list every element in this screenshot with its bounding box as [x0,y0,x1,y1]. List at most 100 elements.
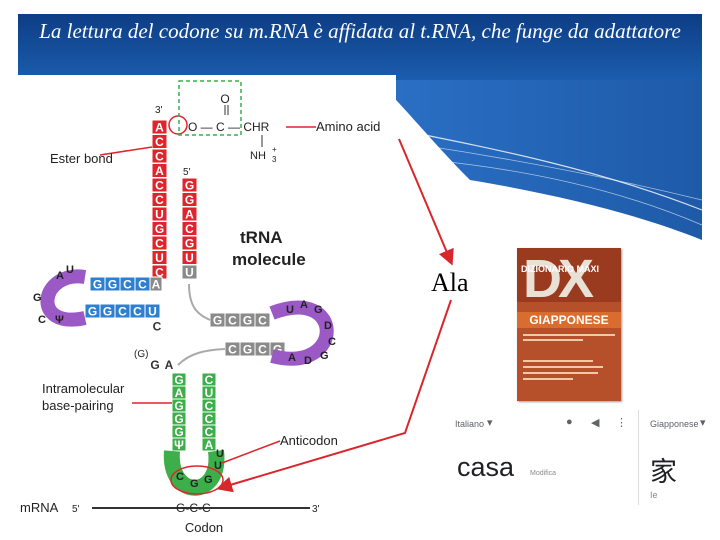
d-loop-a: A [56,270,64,282]
t-loop-1: A [300,299,308,311]
chem-subscript: 3 [272,155,277,164]
d-arm-top-0-base: C [138,278,147,292]
d-arm-bottom-1-base: G [103,305,112,319]
ac-loop-g1: G [190,478,199,490]
slide-title: La lettura del codone su m.RNA è affidat… [39,19,681,43]
ester-bond-label: Ester bond [50,151,113,166]
amino-acid-label: Amino acid [316,119,380,134]
acceptor-3-end: 3' [155,105,163,116]
trna-label-2: molecule [232,250,306,269]
codon-sequence: G-C-C [176,501,211,515]
acceptor-u-box [181,264,198,280]
acceptor-3-stem-10-base: C [155,266,164,280]
acceptor-a-box [149,276,163,292]
anticodon-right-1-base: U [205,386,214,400]
microphone-icon[interactable]: ● [566,416,573,428]
ac-loop-g2: G [204,474,213,486]
anticodon-left-0-base: G [174,373,183,387]
ester-bond-pointer [99,146,153,156]
chevron-down-icon[interactable]: ▾ [487,417,493,429]
d-loop-psi: Ψ [55,314,64,326]
d-c-base-box [149,318,165,334]
anticodon-left-4-base: G [174,425,183,439]
source-word[interactable]: casa [457,452,515,482]
ac-loop-c: C [176,471,184,483]
t-arm-bottom-1-base: G [243,343,252,357]
chevron-down-icon[interactable]: ▾ [700,417,706,429]
d-ga-g-base: G [150,358,159,372]
t-loop-3: D [324,320,332,332]
d-ga-a-base: A [165,358,174,372]
acceptor-3-stem-4-base: C [155,179,164,193]
t-loop-5: G [320,350,329,362]
acceptor-3-stem-7-base: G [155,222,164,236]
anticodon-loop [163,450,225,496]
speaker-icon[interactable]: ◀ [591,417,600,429]
anticodon-left-5-base: Ψ [174,438,184,452]
t-loop-2: G [314,304,323,316]
d-loop-u: U [66,264,74,276]
dictionary-book-image: DX DIZIONARIO MAXI GIAPPONESE [517,248,621,401]
anticodon-right-5-base: A [205,438,214,452]
target-word: 家 [650,457,677,487]
d-arm-bottom-2-base: C [118,305,127,319]
d-arm-bottom-4-base: U [148,305,157,319]
target-language-select[interactable]: Giapponese [650,419,699,429]
mrna-5-end: 5' [72,504,80,515]
acceptor-5-stem-4-base: G [185,237,194,251]
acceptor-3-stem-0-base: A [155,121,164,135]
mrna-label: mRNA [20,500,59,515]
acceptor-5-stem-1-base: G [185,193,194,207]
decor-wave [396,80,702,240]
amino-acid-box [178,80,242,136]
acceptor-5-stem-3-base: C [185,222,194,236]
t-loop-0: U [286,304,294,316]
t-loop-6: D [304,355,312,367]
anticodon-right-0-base: C [205,373,214,387]
acceptor-3-stem-6-base: U [155,208,164,222]
more-options-icon[interactable]: ⋮ [616,417,627,429]
connector-a [188,283,211,321]
anticodon-left-2-base: G [174,399,183,413]
d-loop-g: G [33,292,42,304]
acceptor-5-stem-2-base: A [185,208,194,222]
chem-main-chain: O — C — CHR [188,120,270,134]
acceptor-5-stem-5-base: U [185,251,194,265]
acceptor-u-base: U [185,266,194,280]
d-arm-bottom-0-base: G [88,305,97,319]
d-arm-top-3-base: G [93,278,102,292]
intramolecular-label-2: base-pairing [42,398,114,413]
anticodon-right-3-base: C [205,412,214,426]
d-loop-c: C [38,314,46,326]
t-arm-top-3-base: C [258,314,267,328]
acceptor-3-stem-5-base: C [155,193,164,207]
t-arm-top-1-base: C [228,314,237,328]
acceptor-3-stem-1-base: C [155,135,164,149]
acceptor-3-stem-3-base: A [155,164,164,178]
t-loop-4: C [328,336,336,348]
t-arm-bottom-0-base: C [228,343,237,357]
mrna-3-end: 3' [312,504,320,515]
book-brand: DX [523,249,594,309]
acceptor-3-stem-9-base: U [155,251,164,265]
book-title: GIAPPONESE [517,312,621,328]
d-arm-bottom-3-base: C [133,305,142,319]
acceptor-3-stem-8-base: C [155,237,164,251]
romaji-reading: Ie [650,490,658,500]
d-loop [40,269,87,327]
ac-loop-u2: U [216,448,224,460]
chem-amine: NH [250,150,266,162]
intramolecular-label-1: Intramolecular [42,381,125,396]
d-ga-a-box [161,357,177,372]
anticodon-left-3-base: G [174,412,183,426]
anticodon-right-2-base: C [205,399,214,413]
trna-label-1: tRNA [240,228,283,247]
chem-plus: + [272,145,277,154]
d-arm-top-2-base: G [108,278,117,292]
acceptor-5-stem-0-base: G [185,179,194,193]
d-arm-bottom-4-box [144,303,161,319]
source-language-select[interactable]: Italiano [455,419,485,429]
chem-oxygen-top: O [220,92,229,106]
edit-hint[interactable]: Modifica [530,470,557,477]
